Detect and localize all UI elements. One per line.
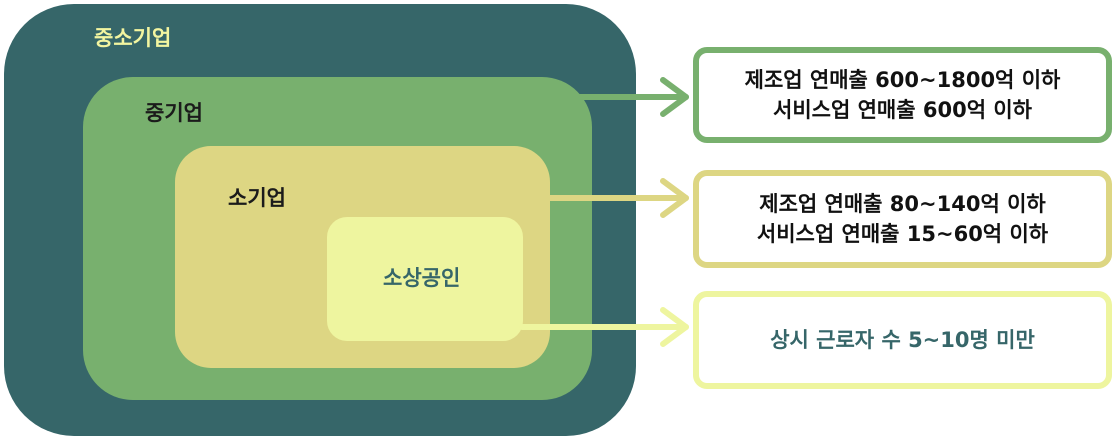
arrow-small	[545, 178, 689, 218]
criteria-line: 제조업 연매출 600~1800억 이하	[744, 68, 1061, 92]
arrow-medium	[565, 77, 689, 117]
small-enterprise-criteria-box: 제조업 연매출 80~140억 이하 서비스업 연매출 15~60억 이하	[693, 170, 1112, 268]
criteria-line: 서비스업 연매출 15~60억 이하	[756, 222, 1049, 246]
criteria-line: 상시 근로자 수 5~10명 미만	[770, 328, 1035, 352]
criteria-line: 제조업 연매출 80~140억 이하	[759, 192, 1046, 216]
arrow-micro	[519, 307, 689, 347]
criteria-line: 서비스업 연매출 600억 이하	[773, 98, 1032, 122]
micro-business-label: 소상공인	[383, 266, 461, 290]
medium-enterprise-criteria-box: 제조업 연매출 600~1800억 이하 서비스업 연매출 600억 이하	[693, 47, 1112, 143]
small-enterprise-label: 소기업	[228, 186, 286, 210]
micro-business-criteria-box: 상시 근로자 수 5~10명 미만	[693, 291, 1112, 389]
micro-business-box	[327, 217, 523, 341]
sme-label: 중소기업	[94, 26, 172, 50]
medium-enterprise-label: 중기업	[145, 101, 203, 125]
